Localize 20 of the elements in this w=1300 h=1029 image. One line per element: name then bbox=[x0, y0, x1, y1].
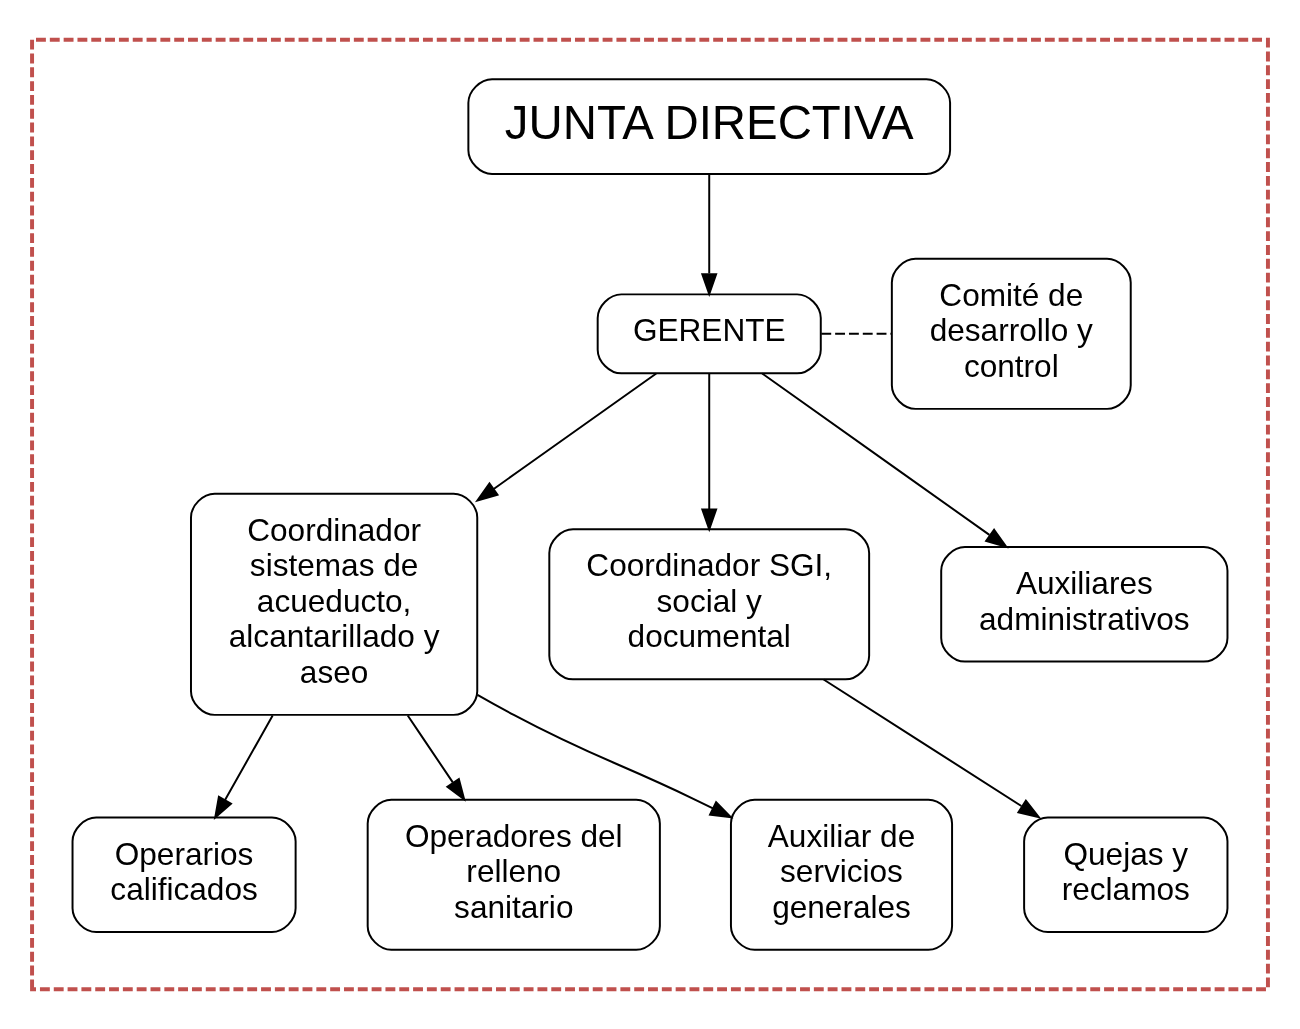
arrow bbox=[700, 372, 718, 533]
node-box: Auxiliar de servicios generales bbox=[729, 798, 954, 951]
node-box: JUNTA DIRECTIVA bbox=[467, 78, 952, 175]
node-box: Operarios calificados bbox=[71, 816, 297, 934]
arrow bbox=[822, 678, 1042, 819]
arrow bbox=[406, 714, 466, 802]
node-box: Operadores del relleno sanitario bbox=[366, 798, 661, 951]
node-box: Quejas y reclamos bbox=[1023, 816, 1229, 934]
node-box: GERENTE bbox=[596, 293, 822, 375]
node-box: Coordinador SGI, social y documental bbox=[548, 528, 871, 681]
cluster bbox=[30, 37, 1270, 992]
node-box: Auxiliares administrativos bbox=[940, 546, 1229, 663]
arrow bbox=[700, 173, 718, 297]
connector bbox=[820, 332, 893, 335]
node-box: Comité de desarrollo y control bbox=[890, 257, 1132, 410]
node-box: Coordinador sistemas de acueducto, alcantarillado y aseo bbox=[190, 492, 479, 716]
arrow bbox=[474, 372, 658, 503]
arrow bbox=[213, 714, 274, 821]
arrow bbox=[476, 693, 734, 819]
arrow bbox=[761, 372, 1009, 549]
